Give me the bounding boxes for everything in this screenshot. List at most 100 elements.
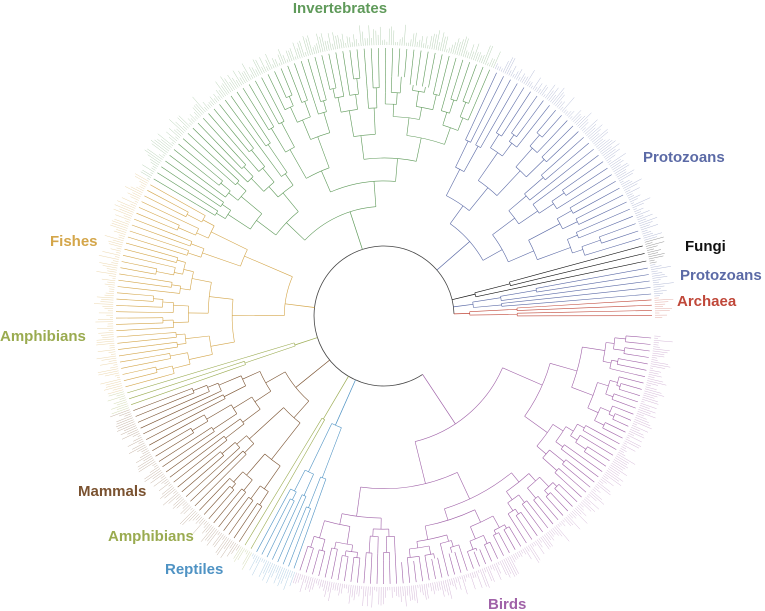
clade-invertebrates-node-arc (284, 105, 294, 110)
clade-protozoans-upper-branch (545, 166, 562, 181)
tip-label-mark (562, 519, 565, 523)
tip-label-mark (453, 577, 457, 590)
clade-birds-branch (511, 472, 520, 483)
clade-fishes-tip-branch (118, 344, 156, 350)
tip-label-mark (144, 468, 161, 480)
clade-fishes-stem (284, 303, 315, 308)
clade-invertebrates-branch (399, 76, 402, 93)
clade-invertebrates-branch (328, 84, 331, 90)
clade-birds-branch (620, 383, 624, 385)
tip-label-mark (590, 133, 600, 141)
clade-invertebrates-branch (216, 175, 223, 182)
clade-birds-node-arc (360, 472, 458, 489)
tip-label-mark (301, 574, 304, 580)
clade-birds-tip-branch (616, 420, 629, 427)
tip-label-mark (312, 578, 316, 590)
tip-label-mark (277, 568, 285, 587)
tip-label-mark (504, 57, 514, 74)
tip-label-mark (302, 36, 309, 56)
tip-label-mark (429, 35, 433, 49)
tip-label-mark (138, 459, 155, 470)
tip-label-mark (96, 338, 115, 341)
tips-fungi (644, 236, 665, 264)
tip-label-mark (111, 222, 128, 229)
clade-invertebrates-branch (257, 134, 267, 147)
tip-label-mark (567, 515, 581, 530)
tip-label-mark (435, 30, 441, 51)
tip-label-mark (206, 530, 219, 546)
tip-label-mark (529, 544, 541, 561)
clade-protozoans-upper-branch (567, 234, 578, 240)
clade-fishes-tip-branch (150, 184, 191, 208)
tip-label-mark (179, 509, 195, 525)
clade-protozoans-upper-tip-branch (550, 131, 579, 159)
tip-label-mark (543, 94, 546, 98)
clade-protozoans-lower-branch (501, 297, 556, 304)
clade-mammals-branch (202, 427, 212, 434)
tip-label-mark (223, 539, 231, 550)
tip-label-mark (649, 369, 662, 373)
clade-fishes-tip-branch (117, 286, 171, 293)
clade-invertebrates-branch (243, 166, 254, 177)
clade-invertebrates-node-arc (263, 181, 275, 192)
clade-amphibians-lower (244, 376, 349, 549)
tip-label-mark (652, 274, 665, 277)
clade-birds-branch (467, 551, 469, 554)
clade-fungi-branch (510, 280, 530, 286)
clade-reptiles (256, 379, 356, 569)
tip-label-mark (494, 63, 498, 70)
tip-label-mark (319, 36, 324, 53)
tree-branches (115, 47, 653, 585)
tip-label-mark (653, 342, 660, 344)
clade-fishes-node-arc (171, 282, 173, 288)
clade-birds-tip-branch (548, 499, 564, 516)
clade-reptiles-tip-branch (266, 508, 291, 558)
tip-label-mark (116, 376, 121, 379)
clade-fishes-branch (210, 231, 248, 250)
clade-invertebrates-tip-branch (404, 48, 408, 78)
tip-label-mark (521, 76, 526, 83)
tip-label-mark (491, 59, 495, 68)
tip-label-mark (460, 36, 468, 57)
clade-protozoans-upper-tip-branch (506, 91, 531, 129)
clade-birds-branch (616, 385, 621, 387)
clade-mammals-node-arc (206, 385, 210, 392)
clade-birds-branch (624, 347, 633, 349)
tip-label-mark (233, 547, 244, 562)
tip-label-mark (216, 538, 230, 556)
clade-label-amphibians-upper: Amphibians (0, 328, 86, 345)
tip-label-mark (124, 186, 142, 195)
clade-invertebrates-tip-branch (178, 143, 218, 177)
tip-label-mark (539, 84, 547, 95)
clade-fungi-branch (474, 283, 510, 294)
clade-invertebrates-tip-branch (458, 62, 470, 95)
clade-invertebrates-tip-branch (202, 117, 236, 154)
tip-label-mark (620, 448, 627, 452)
tip-label-mark (283, 570, 291, 590)
clade-birds-tip-branch (437, 557, 443, 578)
clade-invertebrates-branch (390, 76, 393, 93)
clade-mammals-node-arc (264, 453, 281, 467)
tip-label-mark (176, 500, 186, 509)
tip-label-mark (654, 298, 674, 301)
tip-label-mark (452, 42, 457, 54)
tip-label-mark (134, 173, 149, 182)
clade-invertebrates-branch (282, 192, 299, 212)
tip-label-mark (638, 409, 651, 414)
tip-label-mark (158, 154, 165, 159)
tips-invertebrates (140, 24, 501, 180)
tip-label-mark (271, 57, 277, 68)
tip-label-mark (232, 70, 243, 86)
clade-fishes-tip-branch (119, 273, 162, 281)
tip-label-mark (617, 169, 635, 180)
clade-amphibians-upper-stem (294, 337, 318, 346)
clade-protozoans-upper-tip-branch (521, 105, 550, 141)
clade-birds-tip-branch (615, 369, 646, 377)
tip-label-mark (538, 538, 543, 543)
clade-fishes-branch (155, 341, 177, 346)
clade-birds-branch (428, 545, 431, 555)
clade-mammals-tip-branch (190, 466, 227, 502)
clade-invertebrates-node-arc (237, 190, 247, 201)
tip-label-mark (229, 541, 235, 549)
tip-label-mark (190, 507, 193, 511)
